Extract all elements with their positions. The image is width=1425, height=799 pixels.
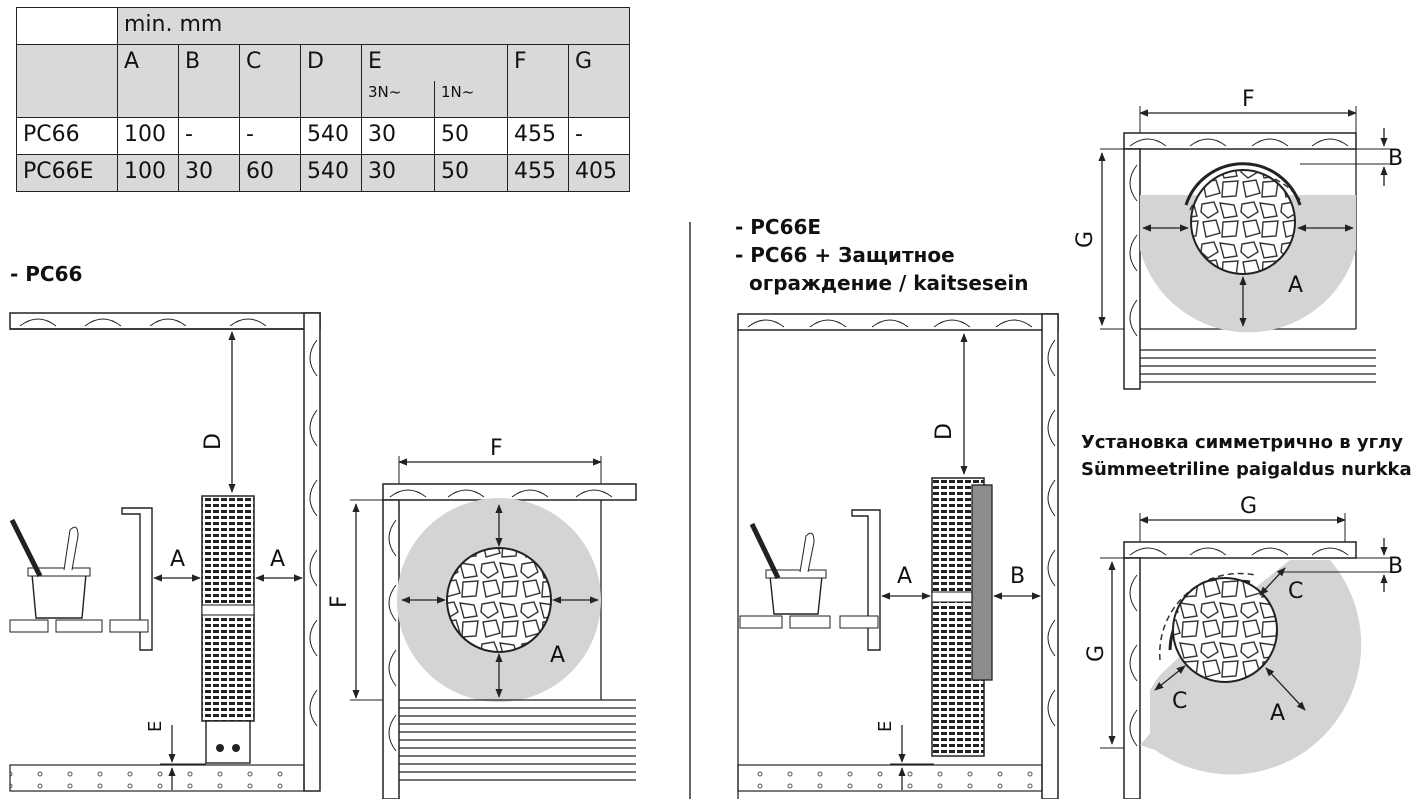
label-a: A xyxy=(270,547,285,572)
model-header-cell xyxy=(16,44,118,118)
label-a: A xyxy=(170,547,185,572)
unit-header: min. mm xyxy=(117,7,630,45)
col-e-3n-header: 3N~ xyxy=(361,81,435,118)
label-g: G xyxy=(1073,231,1098,248)
label-f: F xyxy=(327,595,352,608)
pc66e-side-view xyxy=(737,313,1059,799)
clearance-table: min. mm A B C D E F G 3N~ 1N~ PC66 100 -… xyxy=(16,7,630,192)
cell-a: 100 xyxy=(117,117,179,155)
label-a: A xyxy=(897,564,912,589)
label-c: C xyxy=(1288,579,1303,604)
cell-a: 100 xyxy=(117,154,179,192)
heater-top xyxy=(1172,577,1278,683)
caption-corner-line2: Sümmeetriline paigaldus nurkka xyxy=(1081,459,1412,480)
label-a: A xyxy=(1288,273,1303,298)
col-e-header: E xyxy=(361,44,508,81)
label-d: D xyxy=(932,423,957,440)
label-b: B xyxy=(1010,564,1025,589)
corner-top-view xyxy=(1100,513,1390,799)
cell-c: - xyxy=(239,117,301,155)
label-g: G xyxy=(1240,494,1257,519)
label-d: D xyxy=(201,433,226,450)
col-g-header: G xyxy=(568,44,630,118)
cell-f: 455 xyxy=(507,154,569,192)
pc66-top-view xyxy=(350,456,637,799)
heater-top xyxy=(446,547,552,653)
label-b: B xyxy=(1388,146,1403,171)
model-cell: PC66E xyxy=(16,154,118,192)
col-d-header: D xyxy=(300,44,362,118)
pc66e-top-view xyxy=(1098,106,1390,390)
cell-e-3n: 30 xyxy=(361,154,435,192)
cell-g: 405 xyxy=(568,154,630,192)
label-a: A xyxy=(1270,701,1285,726)
caption-pc66e-line3: ограждение / kaitsesein xyxy=(749,271,1029,295)
col-e-1n-header: 1N~ xyxy=(434,81,508,118)
heater-top xyxy=(1190,169,1296,275)
caption-corner-line1: Установка симметрично в углу xyxy=(1081,432,1403,453)
col-f-header: F xyxy=(507,44,569,118)
label-b: B xyxy=(1388,554,1403,579)
label-e: E xyxy=(875,721,896,732)
label-g: G xyxy=(1084,645,1109,662)
table-row: PC66 100 - - 540 30 50 455 - xyxy=(16,117,630,155)
caption-pc66: - PC66 xyxy=(10,262,83,286)
label-f: F xyxy=(490,436,503,461)
protective-guard xyxy=(971,484,993,681)
pc66-side-view xyxy=(9,312,321,792)
label-a: A xyxy=(550,643,565,668)
label-e: E xyxy=(145,721,166,732)
cell-e-3n: 30 xyxy=(361,117,435,155)
label-f: F xyxy=(1242,87,1255,112)
caption-pc66e-line1: - PC66E xyxy=(735,215,822,239)
table-row: PC66E 100 30 60 540 30 50 455 405 xyxy=(16,154,630,192)
label-c: C xyxy=(1172,689,1187,714)
caption-pc66e-line2: - PC66 + Защитное xyxy=(735,243,955,267)
cell-c: 60 xyxy=(239,154,301,192)
cell-e-1n: 50 xyxy=(434,154,508,192)
cell-b: 30 xyxy=(178,154,240,192)
cell-d: 540 xyxy=(300,154,362,192)
